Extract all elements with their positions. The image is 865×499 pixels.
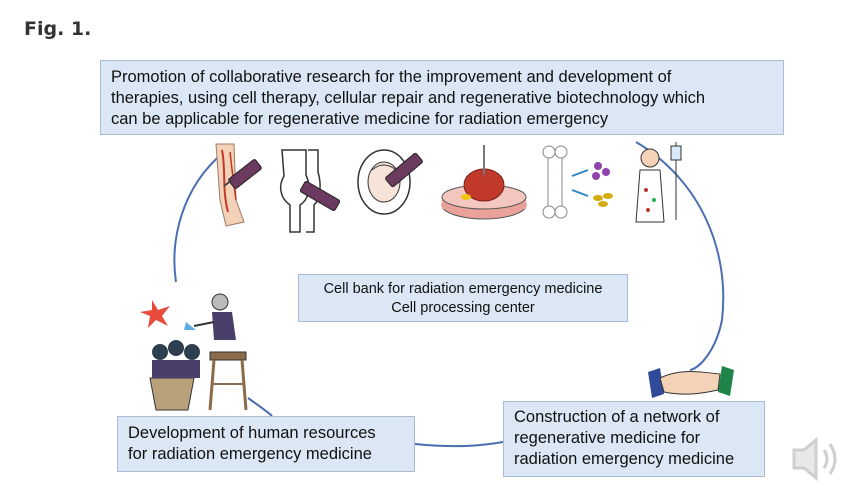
- speaker-icon[interactable]: [792, 436, 837, 482]
- research-promotion-line-1: Promotion of collaborative research for …: [111, 68, 672, 86]
- human-resources-box: Development of human resources for radia…: [117, 416, 415, 472]
- human-resources-line-1: Development of human resources: [128, 424, 376, 442]
- research-promotion-line-2: therapies, using cell therapy, cellular …: [111, 89, 706, 107]
- tissue-dish-icon: [441, 145, 527, 220]
- network-line-2: regenerative medicine for: [514, 429, 701, 447]
- knee-injection-icon: [279, 149, 341, 233]
- research-promotion-box: Promotion of collaborative research for …: [100, 60, 784, 135]
- leg-injection-icon: [215, 143, 262, 227]
- cycle-line-bottom: [414, 441, 504, 448]
- cell-bank-box: Cell bank for radiation emergency medici…: [298, 274, 628, 322]
- network-line-3: radiation emergency medicine: [514, 450, 735, 468]
- patient-iv-icon: [635, 142, 682, 223]
- cycle-line-top-right: [635, 141, 725, 371]
- network-line-1: Construction of a network of: [514, 408, 720, 426]
- mouth-injection-icon: [357, 149, 423, 215]
- research-promotion-line-3: can be applicable for regenerative medic…: [111, 110, 609, 128]
- network-box: Construction of a network of regenerativ…: [503, 401, 765, 477]
- cell-bank-line-2: Cell processing center: [391, 300, 535, 316]
- figure-label: Fig. 1.: [24, 18, 92, 40]
- cell-bank-line-1: Cell bank for radiation emergency medici…: [323, 281, 603, 297]
- human-resources-line-2: for radiation emergency medicine: [128, 445, 372, 463]
- teacher-students-icon: [140, 293, 248, 411]
- handshake-icon: [648, 366, 734, 398]
- cycle-line-left: [247, 397, 273, 417]
- bone-cells-icon: [542, 145, 613, 219]
